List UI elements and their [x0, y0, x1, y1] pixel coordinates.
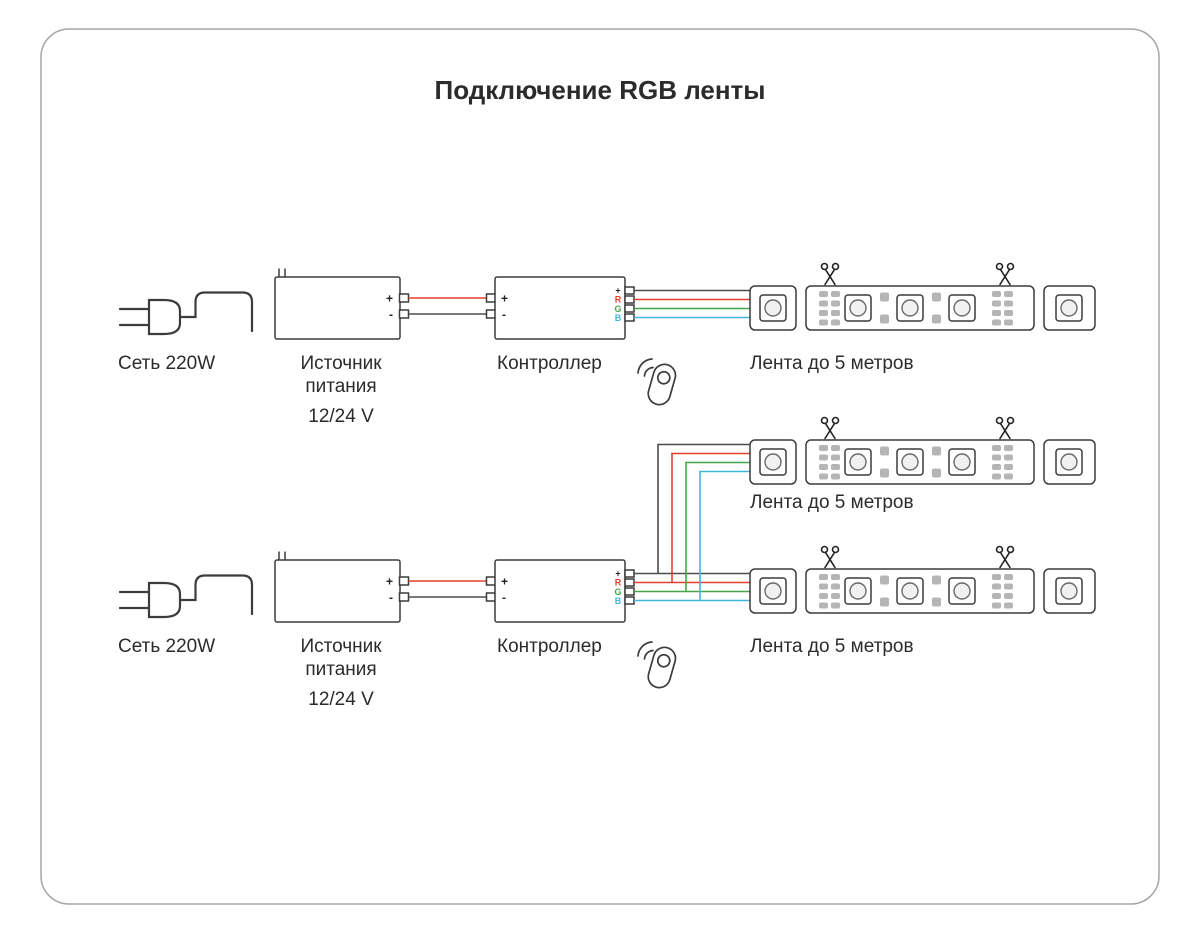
power-plug: [118, 291, 254, 336]
psu-label-line2: питания: [305, 659, 376, 680]
bottom-diagram: Сеть 220W Источник питания 12/24 V Контр…: [118, 416, 1096, 710]
psu-to-controller-wires: [408, 297, 487, 315]
mains-label: Сеть 220W: [118, 636, 215, 657]
psu-label-line1: Источник: [300, 636, 382, 657]
psu-label-line2: питания: [305, 376, 376, 397]
controller-to-lower-strip-wires: [634, 572, 753, 602]
psu-voltage-label: 12/24 V: [308, 689, 374, 710]
led-strip: [749, 285, 1096, 331]
psu-voltage-label: 12/24 V: [308, 406, 374, 427]
power-plug: [118, 574, 254, 619]
led-strip-upper: [749, 439, 1096, 485]
top-diagram: Сеть 220W Источник питания 12/24 V Контр…: [118, 262, 1096, 427]
psu-to-controller-wires: [408, 580, 487, 598]
power-supply: [274, 267, 410, 340]
remote-icon: [637, 641, 679, 692]
controller-to-strip-wires: [634, 289, 753, 319]
scissors-icon: [820, 262, 840, 286]
scissors-icon: [820, 416, 840, 440]
controller-label: Контроллер: [497, 636, 602, 657]
scissors-icon: [820, 545, 840, 569]
strip-label: Лента до 5 метров: [750, 353, 914, 374]
strip-upper-label: Лента до 5 метров: [750, 492, 914, 513]
mains-label: Сеть 220W: [118, 353, 215, 374]
scissors-icon: [995, 416, 1015, 440]
power-supply: [274, 550, 410, 623]
psu-label-line1: Источник: [300, 353, 382, 374]
scissors-icon: [995, 262, 1015, 286]
diagram-title: Подключение RGB ленты: [435, 75, 766, 105]
strip-lower-label: Лента до 5 метров: [750, 636, 914, 657]
remote-icon: [637, 358, 679, 409]
led-strip-lower: [749, 568, 1096, 614]
controller-label: Контроллер: [497, 353, 602, 374]
controller: [485, 276, 635, 340]
diagram-border: [40, 28, 1160, 905]
controller: [485, 559, 635, 623]
scissors-icon: [995, 545, 1015, 569]
controller-to-upper-strip-wires: [657, 443, 753, 601]
